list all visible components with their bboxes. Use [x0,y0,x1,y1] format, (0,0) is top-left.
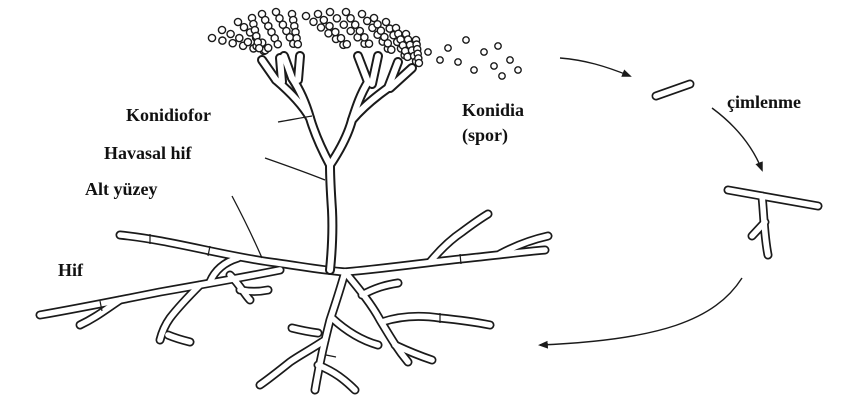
label-conidiophore: Konidiofor [126,105,211,125]
conidium [229,40,236,47]
conidium [218,26,225,33]
conidium [302,12,309,19]
conidium [361,34,368,41]
conidium [274,41,281,48]
released-conidium [499,73,505,79]
mycelium-hyphae [40,214,548,390]
conidium [240,24,247,31]
conidium [415,59,422,66]
conidium [256,45,263,52]
released-conidium [495,43,501,49]
conidium [352,21,359,28]
label-hypha: Hif [58,260,84,280]
label-germination: çimlenme [727,92,801,112]
conidium [310,18,317,25]
conidium [320,16,327,23]
conidium [236,35,243,42]
conidium [347,15,354,22]
conidium [317,24,324,31]
arrow-germination-curve [712,108,762,170]
released-conidium [437,57,443,63]
conidium [227,30,234,37]
label-conidia: Konidia [462,100,524,120]
label-pointers [232,116,325,258]
conidium [332,28,339,35]
conidium [208,34,215,41]
conidium [325,30,332,37]
conidiophore [262,56,412,270]
released-conidium [507,57,513,63]
released-conidium [491,63,497,69]
conidium [234,18,241,25]
pointer-aerial-hypha [265,158,325,180]
conidium [356,27,363,34]
conidium [265,44,272,51]
conidium [343,41,350,48]
arrow-back-to-mycelium [540,278,742,345]
conidium [294,41,301,48]
conidium [340,21,347,28]
released-conidium [515,67,521,73]
released-conidium [445,45,451,51]
conidium [219,37,226,44]
released-conidium [481,49,487,55]
conidium [326,8,333,15]
conidium [314,10,321,17]
label-aerial-hypha: Havasal hif [104,143,193,163]
conidium [342,8,349,15]
arrow-spores-to-germination [560,58,630,76]
released-conidium [455,59,461,65]
conidium [333,15,340,22]
conidium [244,39,251,46]
released-conidium [471,67,477,73]
conidium [388,46,395,53]
released-conidium [425,49,431,55]
conidium [365,40,372,47]
label-lower-surface: Alt yüzey [85,179,157,199]
released-conidium [463,37,469,43]
pointer-lower-surface [232,196,262,258]
conidium [358,10,365,17]
text-labels: Konidiofor Havasal hif Alt yüzey Hif Kon… [58,92,801,280]
conidium [326,23,333,30]
conidium [337,35,344,42]
label-conidia-spore: (spor) [462,125,508,146]
